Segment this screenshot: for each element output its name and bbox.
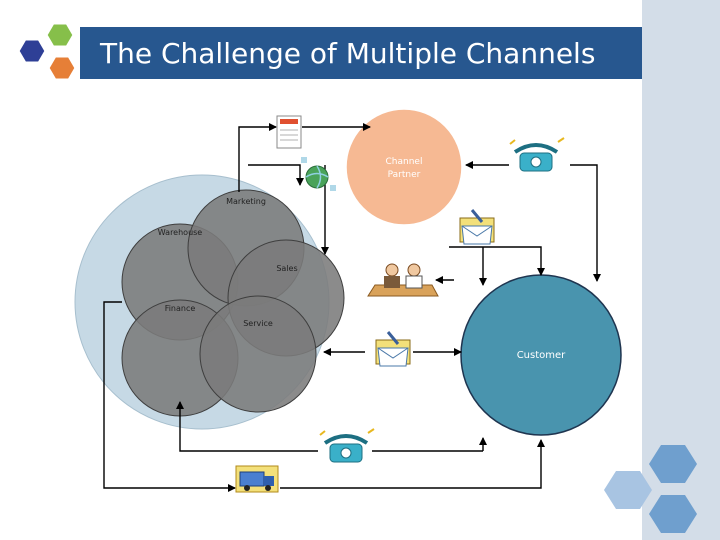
meeting-icon — [367, 263, 439, 297]
telephone-icon — [319, 428, 375, 463]
service-label: Service — [243, 319, 273, 328]
customer-label: Customer — [516, 350, 566, 361]
truck-icon — [235, 465, 279, 493]
email-icon — [375, 331, 411, 367]
sales-label: Sales — [276, 264, 298, 273]
hexagon-logo-icon — [16, 21, 78, 82]
slide-title: The Challenge of Multiple Channels — [100, 37, 596, 70]
finance-label: Finance — [164, 304, 196, 313]
service-circle — [199, 295, 317, 413]
telephone-icon — [509, 137, 565, 172]
warehouse-label: Warehouse — [157, 228, 203, 237]
title-bar — [80, 27, 642, 79]
channel-partner-label-line2: Partner — [387, 170, 421, 180]
channel-partner-label: Channel Partner — [364, 156, 444, 182]
channel-partner-label-line1: Channel — [385, 157, 423, 167]
email-icon — [459, 209, 495, 245]
hexagon-decoration-icon — [604, 445, 697, 533]
document-icon — [276, 115, 302, 149]
globe-icon — [301, 157, 336, 191]
connector-arrows — [103, 123, 601, 492]
marketing-label: Marketing — [226, 197, 266, 206]
channel-partner-circle — [345, 108, 463, 226]
